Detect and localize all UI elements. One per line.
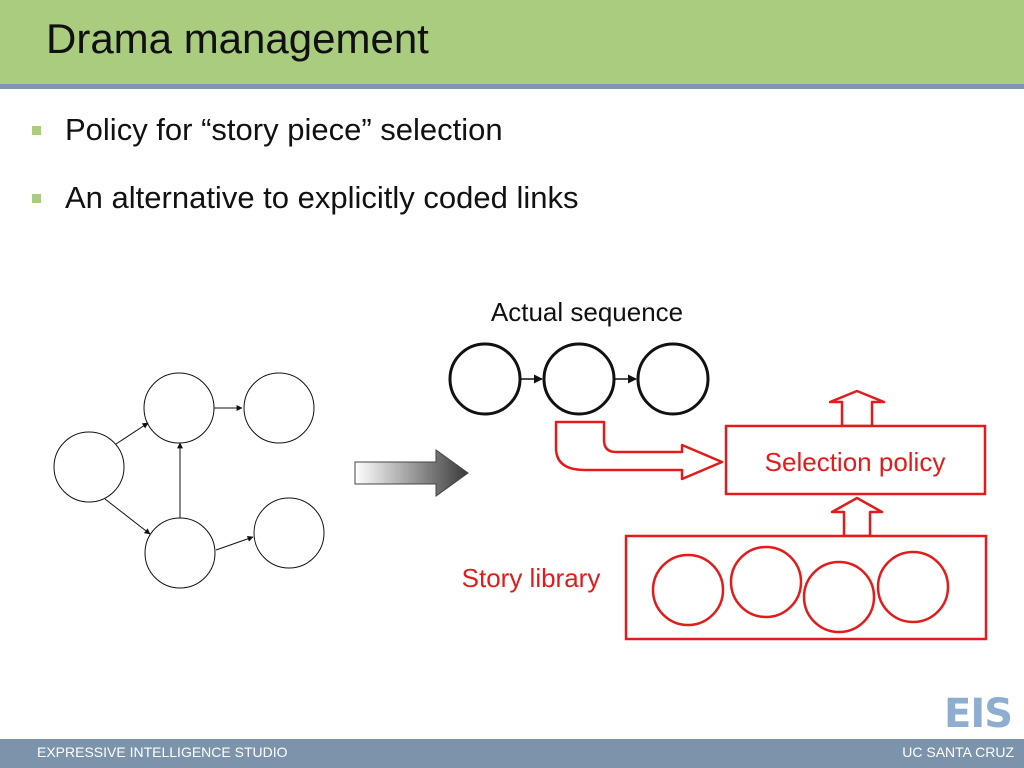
bullet-square-icon xyxy=(32,125,41,135)
title-rule xyxy=(0,84,1024,89)
graph-node xyxy=(143,372,215,444)
curved-arrow-icon xyxy=(554,420,724,481)
story-graph xyxy=(53,372,325,589)
big-right-arrow-icon xyxy=(354,449,469,497)
eis-logo: EIS xyxy=(944,691,1013,737)
story-library-label: Story library xyxy=(462,563,601,593)
library-node xyxy=(651,553,725,627)
sequence-node xyxy=(542,342,616,416)
graph-node xyxy=(144,517,216,589)
graph-node xyxy=(243,372,315,444)
up-arrow-icon xyxy=(830,496,884,538)
actual-sequence xyxy=(448,342,710,416)
library-node xyxy=(876,550,950,624)
footer-left-text: EXPRESSIVE INTELLIGENCE STUDIO xyxy=(37,744,288,760)
bullet-square-icon xyxy=(32,193,41,203)
library-node xyxy=(802,560,876,634)
bullet-item: An alternative to explicitly coded links xyxy=(32,180,578,216)
bullet-item: Policy for “story piece” selection xyxy=(32,112,503,148)
bullet-text: Policy for “story piece” selection xyxy=(65,112,503,147)
graph-node xyxy=(53,431,125,503)
slide-title: Drama management xyxy=(46,15,429,62)
footer-right-text: UC SANTA CRUZ xyxy=(902,744,1014,760)
title-bar xyxy=(0,0,1024,84)
footer-bar xyxy=(0,739,1024,768)
actual-sequence-label: Actual sequence xyxy=(491,297,683,327)
graph-edge xyxy=(115,422,149,445)
graph-edge xyxy=(215,535,254,551)
up-arrow-icon xyxy=(828,389,886,428)
selection-policy-label: Selection policy xyxy=(765,447,946,477)
selection-policy-box xyxy=(724,424,987,496)
graph-edge xyxy=(104,498,151,535)
graph-node xyxy=(253,497,325,569)
sequence-node xyxy=(636,342,710,416)
bullet-text: An alternative to explicitly coded links xyxy=(65,180,579,215)
story-library-nodes xyxy=(651,545,950,634)
sequence-node xyxy=(448,342,522,416)
library-node xyxy=(729,545,803,619)
